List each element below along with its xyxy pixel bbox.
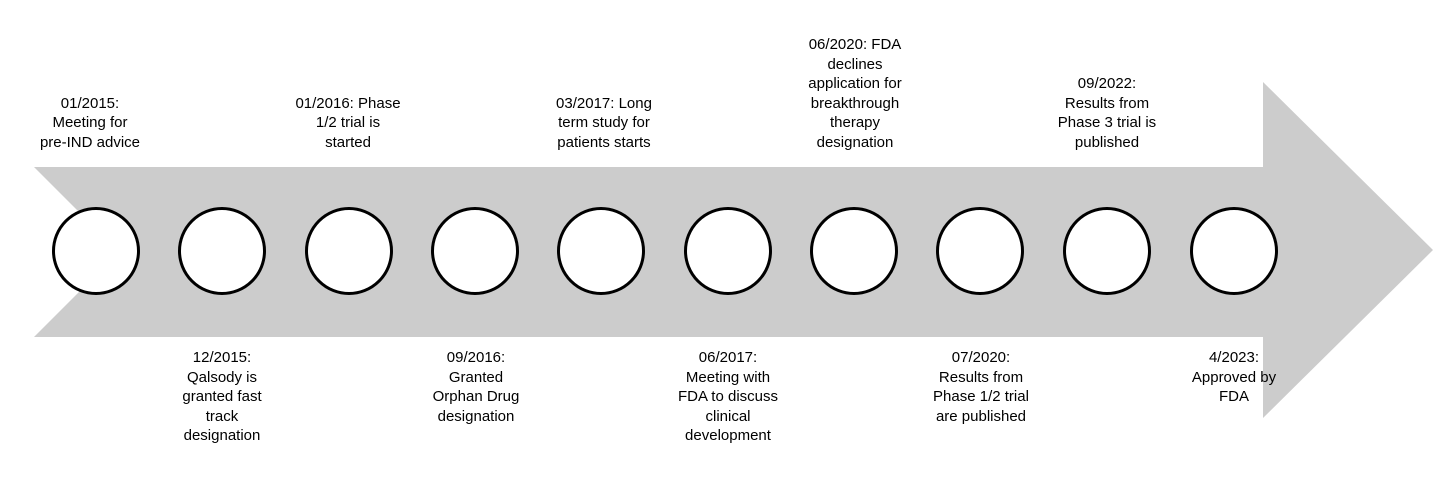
event-label-07-2020: 07/2020: Results from Phase 1/2 trial ar…	[933, 349, 1029, 425]
event-label-4-2023: 4/2023: Approved by FDA	[1191, 349, 1277, 405]
event-label-12-2015: 12/2015: Qalsody is granted fast track d…	[182, 349, 262, 444]
milestone-circle-6	[684, 207, 772, 295]
milestone-circle-3	[305, 207, 393, 295]
event-label-01-2015: 01/2015: Meeting for pre-IND advice	[39, 94, 141, 151]
milestone-circle-4	[431, 207, 519, 295]
event-label-09-2022: 09/2022: Results from Phase 3 trial is p…	[1057, 75, 1157, 151]
milestone-circle-9	[1063, 207, 1151, 295]
milestone-circle-7	[810, 207, 898, 295]
milestone-circle-2	[178, 207, 266, 295]
milestone-circle-5	[557, 207, 645, 295]
milestone-circle-8	[936, 207, 1024, 295]
event-label-01-2016: 01/2016: Phase 1/2 trial is started	[295, 94, 401, 151]
event-label-06-2017: 06/2017: Meeting with FDA to discuss cli…	[677, 349, 779, 444]
milestone-circle-10	[1190, 207, 1278, 295]
event-label-09-2016: 09/2016: Granted Orphan Drug designation	[432, 349, 520, 425]
event-label-03-2017: 03/2017: Long term study for patients st…	[556, 94, 652, 151]
event-label-06-2020: 06/2020: FDA declines application for br…	[808, 36, 902, 151]
milestone-circle-1	[52, 207, 140, 295]
